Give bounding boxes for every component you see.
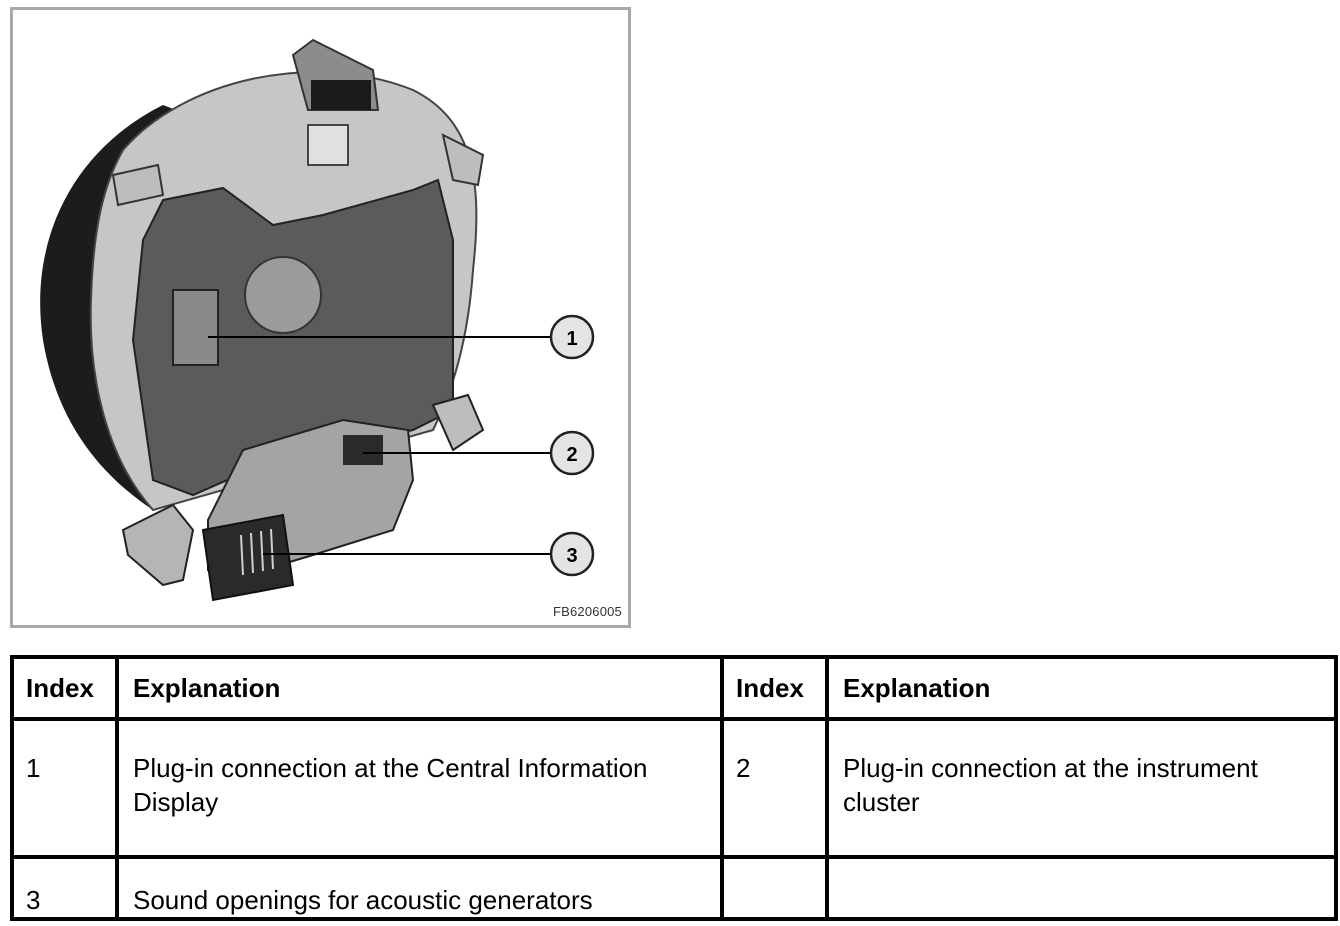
index-cell: 1 <box>10 717 119 859</box>
svg-text:2: 2 <box>566 444 577 466</box>
explanation-cell <box>825 855 1338 921</box>
callout-2: 2 <box>549 430 595 476</box>
side-tab-right <box>441 133 485 187</box>
right-clip <box>431 393 485 452</box>
callout-1: 1 <box>549 314 595 360</box>
index-cell: 2 <box>720 717 829 859</box>
top-connector <box>311 80 371 110</box>
outer-rim <box>40 105 203 510</box>
side-tab-left <box>111 163 165 207</box>
explanation-cell: Plug-in connection at the Central Inform… <box>115 717 724 859</box>
cluster-connector <box>343 435 383 465</box>
index-cell: 3 <box>10 855 119 921</box>
header-index-2: Index <box>720 655 829 721</box>
figure-code: FB6206005 <box>552 604 622 619</box>
table-header-row: Index Explanation Index Explanation <box>10 655 1338 721</box>
callout-3: 3 <box>549 531 595 577</box>
explanation-cell: Sound openings for acoustic generators <box>115 855 724 921</box>
sound-slots <box>240 528 274 576</box>
svg-text:3: 3 <box>566 545 577 567</box>
legend-table: Index Explanation Index Explanation 1 Pl… <box>10 655 1338 921</box>
explanation-cell: Plug-in connection at the instrument clu… <box>825 717 1338 859</box>
table-row: 1 Plug-in connection at the Central Info… <box>10 717 1338 859</box>
svg-text:1: 1 <box>566 328 577 350</box>
header-explanation-2: Explanation <box>825 655 1338 721</box>
sound-opening-block <box>201 513 295 602</box>
speaker-boss <box>244 256 322 334</box>
figure-frame: 1 2 3 FB6206005 <box>10 7 631 628</box>
leader-lines <box>208 336 551 555</box>
instrument-cluster-illustration: 1 2 3 <box>40 38 595 602</box>
cid-connector <box>172 289 219 366</box>
lower-bracket <box>121 503 195 587</box>
index-cell <box>720 855 829 921</box>
header-index-1: Index <box>10 655 119 721</box>
table-row: 3 Sound openings for acoustic generators <box>10 855 1338 921</box>
top-clip <box>307 124 349 166</box>
header-explanation-1: Explanation <box>115 655 724 721</box>
